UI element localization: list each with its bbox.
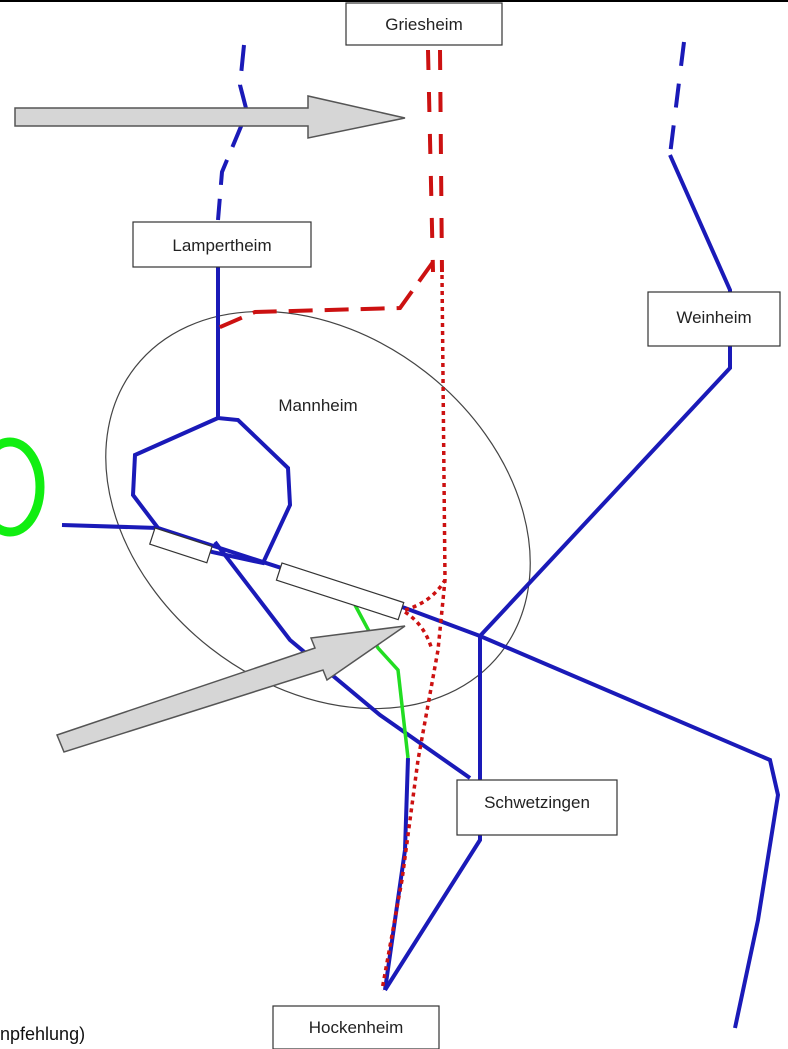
red-line-dotted-main [380,274,447,991]
blue-line-schwetzingen [383,636,482,992]
label-schwetzingen-text: Schwetzingen [484,793,590,812]
label-weinheim-text: Weinheim [676,308,751,327]
blue-line-mannheim-loop [130,415,293,566]
green-connection [353,604,410,759]
blue-line-weinheim-south [478,154,732,638]
blue-line-main-diagonal [157,526,781,1029]
blue-line-north-dashed [216,44,250,221]
label-lampertheim-text: Lampertheim [172,236,271,255]
label-griesheim-text: Griesheim [385,15,462,34]
label-lampertheim: Lampertheim [132,221,312,268]
red-line-dotted-junction-lower [404,610,434,651]
highlight-ring [0,437,45,537]
arrow-east [14,95,406,139]
blue-line-west [61,523,159,530]
blue-line-loop-to-schwetzingen [213,540,472,780]
blue-line-weinheim-north-dashed [668,41,686,156]
arrow-northeast [56,625,406,753]
label-mannheim: Mannheim [278,396,357,415]
mannheim-area-ellipse [105,310,531,710]
label-hockenheim-text: Hockenheim [309,1018,404,1037]
red-line-griesheim-dashed-left [426,49,435,273]
label-griesheim: Griesheim [345,2,503,46]
station-bar-main [275,562,405,621]
red-line-griesheim-dashed-right [438,49,444,273]
station-bar-west [148,527,213,564]
label-schwetzingen: Schwetzingen [456,779,618,836]
red-line-lampertheim-branch [217,260,435,330]
label-weinheim: Weinheim [647,291,781,347]
red-line-dotted-junction-upper [404,579,447,612]
truncated-note-text: npfehlung) [0,1024,86,1044]
label-hockenheim: Hockenheim [272,1005,440,1049]
